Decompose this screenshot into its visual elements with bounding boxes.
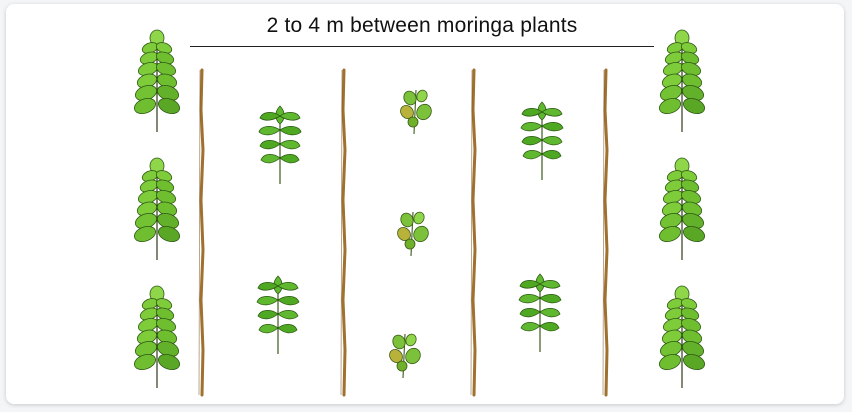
diagram-title: 2 to 4 m between moringa plants: [266, 14, 578, 37]
moringa-plant-icon: [656, 157, 708, 261]
moringa-plant-icon: [656, 29, 708, 133]
companion-plant-icon: [256, 275, 300, 355]
companion-plant-icon: [518, 273, 562, 353]
mulch-strip-icon: [199, 68, 205, 397]
moringa-plant-icon: [131, 157, 183, 261]
seedling-icon: [394, 209, 432, 257]
seedling-icon: [386, 331, 424, 379]
seedling-icon: [397, 87, 435, 135]
mulch-strip-icon: [471, 68, 477, 397]
companion-plant-icon: [520, 101, 564, 181]
mulch-strip-icon: [341, 68, 347, 397]
mulch-strip-icon: [603, 68, 609, 397]
companion-plant-icon: [258, 105, 302, 185]
mulch-strips: [199, 68, 609, 397]
moringa-plant-icon: [131, 285, 183, 389]
moringa-plant-icon: [131, 29, 183, 133]
title-underline: [190, 46, 654, 47]
moringa-plant-icon: [656, 285, 708, 389]
